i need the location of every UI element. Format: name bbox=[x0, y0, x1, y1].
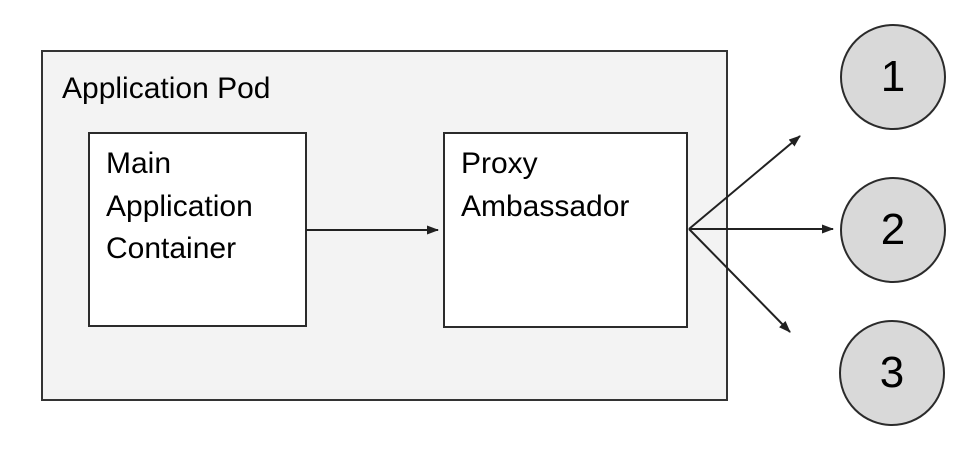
proxy-ambassador-label: Proxy Ambassador bbox=[461, 147, 630, 223]
application-pod-label: Application Pod bbox=[62, 72, 271, 105]
endpoint-2-label: 2 bbox=[880, 205, 906, 254]
endpoint-circle-1: 1 bbox=[840, 24, 946, 130]
endpoint-1-label: 1 bbox=[880, 52, 906, 101]
node-proxy-ambassador: Proxy Ambassador bbox=[443, 132, 688, 328]
endpoint-circle-2: 2 bbox=[840, 177, 946, 283]
endpoint-circle-3: 3 bbox=[839, 320, 945, 426]
node-main-application-container: Main Application Container bbox=[88, 132, 307, 327]
main-application-container-label: Main Application Container bbox=[106, 147, 253, 266]
endpoint-3-label: 3 bbox=[879, 348, 905, 397]
